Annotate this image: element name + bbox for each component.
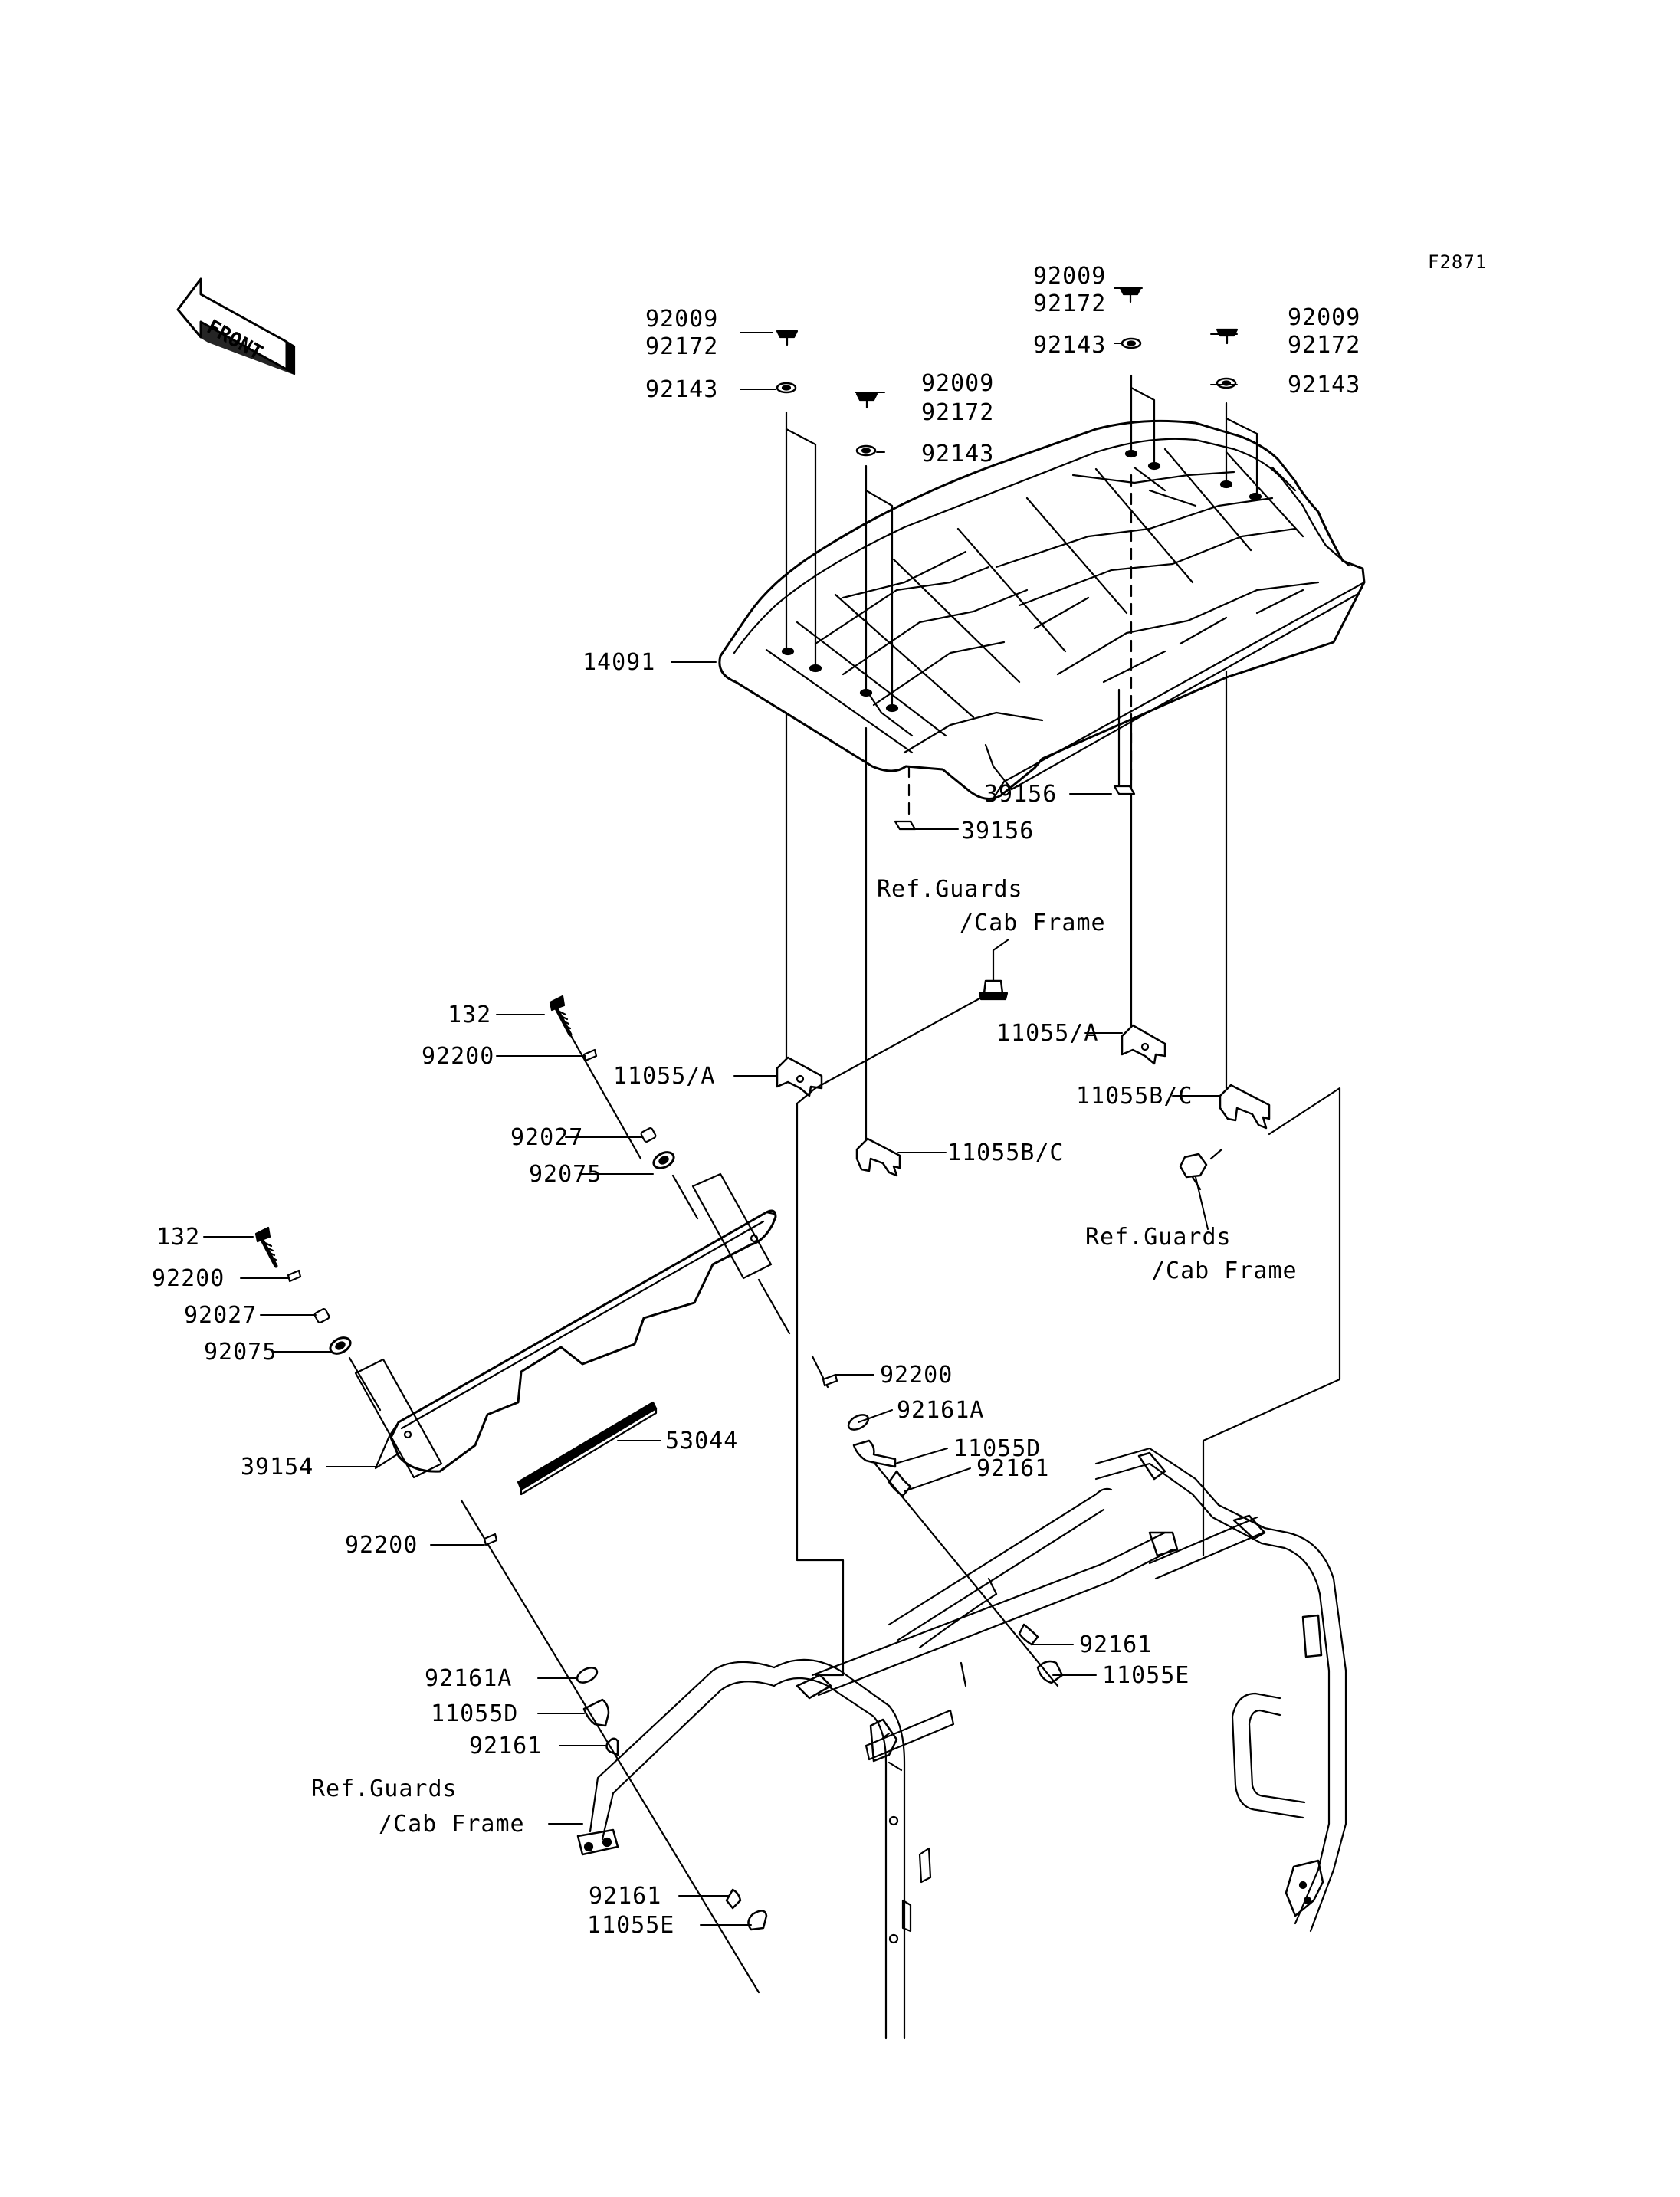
part-label: 11055/A xyxy=(996,1020,1099,1047)
bump-stop-right xyxy=(1113,785,1136,795)
part-label: 14091 xyxy=(582,649,656,676)
cab-frame-bolt-lower xyxy=(1179,1148,1223,1191)
roof-screw-group-3 xyxy=(1119,287,1142,349)
part-label: 39154 xyxy=(241,1454,314,1481)
part-label: 92143 xyxy=(1033,332,1107,359)
part-label: 92172 xyxy=(921,399,995,426)
bump-stop-left xyxy=(894,820,917,831)
roof-hardware-leaders xyxy=(785,374,1258,1142)
clamp-11055a-left xyxy=(776,1056,823,1097)
part-label: 92143 xyxy=(645,376,719,403)
ref-label: Ref.Guards xyxy=(311,1776,458,1802)
leader xyxy=(796,1102,845,1677)
cab-frame xyxy=(576,1447,1347,2040)
ref-label: Ref.Guards xyxy=(877,876,1023,903)
leader xyxy=(796,1087,817,1105)
clamp-11055bc-right xyxy=(1219,1084,1271,1130)
ref-label: /Cab Frame xyxy=(1151,1258,1298,1284)
leader xyxy=(1202,1087,1341,1557)
label-leaders xyxy=(203,287,1238,1926)
part-label: 92075 xyxy=(204,1339,277,1366)
ref-label: Ref.Guards xyxy=(1085,1224,1232,1251)
bolt-stack-lower xyxy=(254,1226,760,1994)
roof-panel xyxy=(718,419,1366,800)
part-label: 11055D xyxy=(953,1435,1042,1462)
part-label: 92200 xyxy=(152,1265,225,1292)
hardware-stack-left xyxy=(576,1667,768,1931)
part-label: 39156 xyxy=(961,818,1035,844)
part-label: 92172 xyxy=(1033,290,1107,317)
part-label: 11055B/C xyxy=(1076,1083,1193,1110)
part-label: 11055/A xyxy=(613,1063,716,1090)
roof-screw-group-4 xyxy=(1216,328,1239,389)
part-label: 92009 xyxy=(1288,304,1361,331)
part-label: 132 xyxy=(156,1224,201,1251)
hardware-stack-right-lower xyxy=(1018,1623,1064,1684)
part-label: 92143 xyxy=(1288,372,1361,398)
visor-bar xyxy=(374,1209,777,1473)
part-label: 11055D xyxy=(431,1700,519,1727)
front-arrow-icon: FRONT xyxy=(176,277,296,375)
clamp-11055bc-mid xyxy=(855,1137,901,1177)
part-label: 39156 xyxy=(984,781,1058,808)
part-label: 92027 xyxy=(184,1302,258,1329)
part-label: 92200 xyxy=(880,1362,953,1389)
part-label: 11055E xyxy=(1102,1662,1190,1689)
part-label: 92161 xyxy=(589,1883,662,1910)
part-label: 92200 xyxy=(422,1043,495,1070)
part-label: 92200 xyxy=(345,1532,418,1559)
seal-strip xyxy=(517,1401,658,1496)
part-label: 92172 xyxy=(1288,332,1361,359)
part-label: 92161A xyxy=(425,1665,513,1692)
cab-frame-bolt-upper xyxy=(814,949,1009,1090)
ref-label: /Cab Frame xyxy=(960,910,1106,936)
roof-screw-group-2 xyxy=(855,392,878,457)
part-label: 92161A xyxy=(897,1397,985,1424)
part-label: 92161 xyxy=(976,1455,1050,1482)
part-label: 92009 xyxy=(645,306,719,333)
part-label: 92009 xyxy=(921,370,995,397)
part-label: 11055E xyxy=(587,1912,675,1939)
ref-label: /Cab Frame xyxy=(379,1811,525,1838)
figure-code: F2871 xyxy=(1428,251,1488,273)
part-label: 92009 xyxy=(1033,263,1107,290)
part-label: 11055B/C xyxy=(947,1139,1065,1166)
part-label: 92172 xyxy=(645,333,719,360)
part-label: 53044 xyxy=(665,1428,739,1454)
part-label: 92027 xyxy=(510,1124,584,1151)
part-label: 92161 xyxy=(469,1733,543,1759)
part-label: 92143 xyxy=(921,441,995,467)
part-label: 132 xyxy=(448,1002,492,1028)
part-label: 92075 xyxy=(529,1161,602,1188)
roof-screw-group-1 xyxy=(776,330,799,394)
part-label: 92161 xyxy=(1079,1631,1153,1658)
clamp-11055a-right xyxy=(1121,1024,1166,1065)
